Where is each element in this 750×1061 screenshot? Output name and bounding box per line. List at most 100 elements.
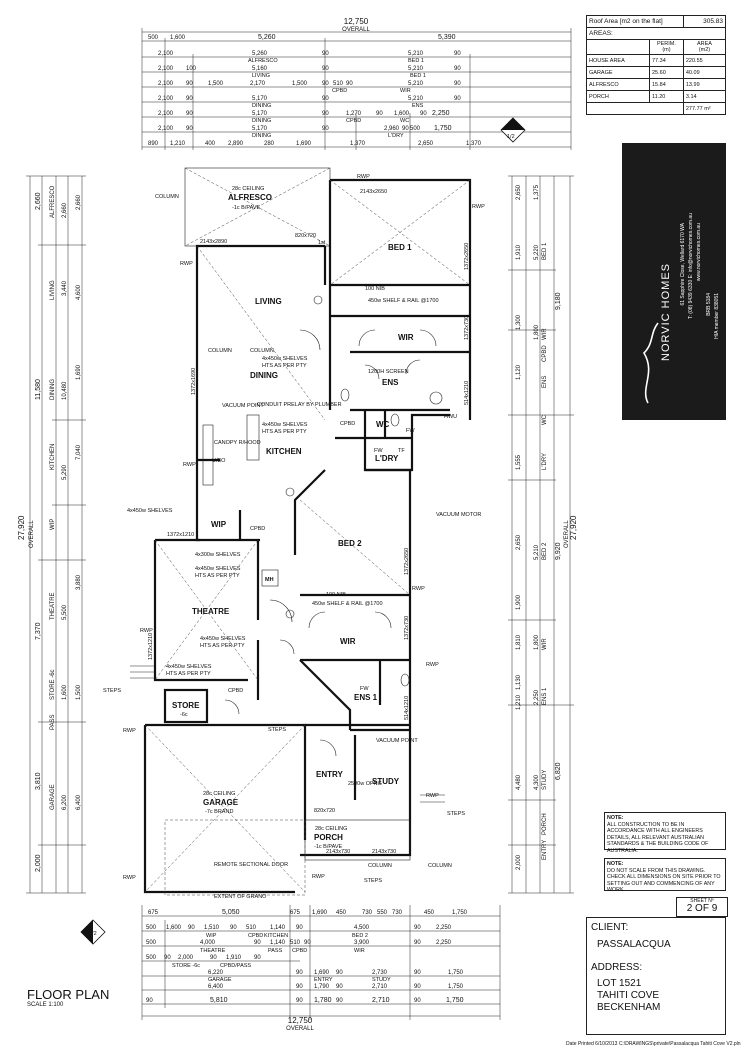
dim-label: 90 bbox=[164, 955, 171, 961]
annotation: 4x450w SHELVES bbox=[200, 636, 246, 642]
dim-label: STORE -6c bbox=[172, 963, 200, 969]
dim-label: 2,250 bbox=[436, 940, 452, 946]
dim-label: 1,790 bbox=[314, 984, 330, 990]
dim-label: 2,100 bbox=[158, 111, 174, 117]
dim-label: 5,810 bbox=[210, 997, 228, 1004]
dim-label: 90 bbox=[188, 925, 195, 931]
dim-label: 90 bbox=[186, 81, 193, 87]
dim-label: ENS bbox=[542, 376, 548, 388]
annotation: 1372x730 bbox=[464, 316, 470, 340]
area-schedule: Roof Area [m2 on the flat] 305.83 AREAS:… bbox=[586, 15, 727, 115]
dim-label: 1,120 bbox=[516, 364, 522, 380]
dim-label: 2,000 bbox=[35, 854, 42, 872]
annotation: 100 NIB bbox=[326, 592, 346, 598]
room-label-dining: DINING bbox=[250, 371, 278, 380]
annotation: RWP bbox=[426, 793, 439, 799]
construction-note: NOTE: ALL CONSTRUCTION TO BE IN ACCORDAN… bbox=[604, 812, 726, 854]
dim-label: BED 1 bbox=[542, 242, 548, 260]
dim-label: ENTRY bbox=[314, 977, 333, 983]
annotation: CPBD bbox=[340, 421, 355, 427]
dim-label: 10,480 bbox=[62, 381, 68, 400]
dim-label: 1,750 bbox=[448, 984, 464, 990]
note-title: NOTE: bbox=[607, 861, 624, 867]
toilet-icon bbox=[390, 413, 400, 427]
dim-label: 1,140 bbox=[270, 925, 286, 931]
note-text: ALL CONSTRUCTION TO BE IN ACCORDANCE WIT… bbox=[607, 821, 709, 854]
annotation: 1372x2650 bbox=[464, 243, 470, 270]
annotation: 1200H SCREEN bbox=[368, 369, 409, 375]
room-label-ens: ENS bbox=[382, 378, 399, 387]
sheet-number-box: SHEET Nº 2 OF 9 bbox=[676, 897, 728, 917]
dim-label: 90 bbox=[336, 998, 343, 1004]
sheet-value: 2 OF 9 bbox=[686, 903, 718, 914]
dim-label: 1,600 bbox=[166, 925, 182, 931]
dim-label: 5,220 bbox=[534, 244, 540, 260]
row-perim: 11.20 bbox=[649, 90, 684, 103]
dim-label: DINING bbox=[50, 379, 56, 400]
annotation: CANOPY R/HOOD bbox=[214, 440, 261, 446]
dim-label: 90 bbox=[414, 998, 421, 1004]
dim-label: 90 bbox=[322, 81, 329, 87]
dim-left-overall-label: OVERALL bbox=[29, 520, 35, 548]
annotation: 4x300w SHELVES bbox=[195, 552, 241, 558]
dim-label: LIVING bbox=[50, 280, 56, 300]
annotation: RWP bbox=[183, 462, 196, 468]
annotation: 1372x730 bbox=[404, 616, 410, 640]
dim-label: 5,260 bbox=[252, 51, 268, 57]
room-label-garage: GARAGE bbox=[203, 798, 239, 807]
area-total: 277.77 m² bbox=[682, 102, 727, 115]
room-label-living: LIVING bbox=[255, 297, 282, 306]
dim-label: KITCHEN bbox=[50, 444, 56, 470]
room-label-store: STORE bbox=[172, 701, 200, 710]
table-row: PORCH 11.20 3.14 bbox=[586, 90, 727, 103]
dim-label: 1,210 bbox=[516, 694, 522, 710]
dim-label: DINING bbox=[252, 133, 271, 139]
dim-label: 280 bbox=[264, 141, 275, 147]
porch-ceiling-note: 28c CEILING bbox=[315, 826, 347, 832]
dim-label: 90 bbox=[376, 111, 383, 117]
dim-label: 90 bbox=[336, 984, 343, 990]
annotation: 514x1210 bbox=[464, 381, 470, 405]
dim-label: 90 bbox=[414, 940, 421, 946]
dim-label: 450 bbox=[424, 910, 435, 916]
dim-label: 1,910 bbox=[226, 955, 242, 961]
annotation: VACUUM POINT bbox=[222, 403, 264, 409]
wall bbox=[363, 410, 450, 472]
dim-label: 1,500 bbox=[76, 684, 82, 700]
brand-name: NORVIC HOMES bbox=[660, 263, 672, 361]
annotation: 1372x1210 bbox=[148, 633, 154, 660]
dim-label: 500 bbox=[410, 126, 421, 132]
area-header-unit: (m2) bbox=[698, 47, 711, 53]
annotation: 2143x730 bbox=[372, 849, 396, 855]
annotation: 100 NIB bbox=[365, 286, 385, 292]
dim-label: 2,650 bbox=[516, 534, 522, 550]
annotation: CPBD bbox=[250, 526, 265, 532]
dim-label: BED 1 bbox=[408, 58, 424, 64]
date-printed: Date Printed 6/10/2013 C:\DRAWINGS\priva… bbox=[566, 1041, 741, 1047]
fixtures bbox=[130, 295, 445, 803]
row-area: 40.09 bbox=[682, 66, 727, 79]
annotation: RWP bbox=[123, 875, 136, 881]
dim-label: 90 bbox=[210, 955, 217, 961]
row-perim: 77.34 bbox=[649, 54, 684, 67]
row-area: 3.14 bbox=[682, 90, 727, 103]
dim-label: WIR bbox=[542, 328, 548, 340]
dim-label: 500 bbox=[146, 955, 157, 961]
dim-label: 5,210 bbox=[534, 544, 540, 560]
dim-label: 500 bbox=[146, 940, 157, 946]
manhole-label: MH bbox=[265, 577, 274, 583]
dim-label: 4,500 bbox=[354, 925, 370, 931]
dim-label: STUDY bbox=[372, 977, 391, 983]
dim-label: 4,600 bbox=[76, 284, 82, 300]
dim-label: 6,200 bbox=[62, 794, 68, 810]
row-name: GARAGE bbox=[586, 66, 650, 79]
dim-label: 5,210 bbox=[408, 96, 424, 102]
annotation: HTS AS PER PTY bbox=[166, 671, 211, 677]
room-label-wir2: WIR bbox=[340, 637, 356, 646]
store-walls bbox=[163, 688, 209, 724]
dim-label: 5,170 bbox=[252, 126, 268, 132]
dim-label: 2,250 bbox=[436, 925, 452, 931]
annotation: RWP bbox=[180, 261, 193, 267]
dim-label: 510 bbox=[246, 925, 257, 931]
note-text: DO NOT SCALE FROM THIS DRAWING. CHECK AL… bbox=[607, 867, 721, 894]
